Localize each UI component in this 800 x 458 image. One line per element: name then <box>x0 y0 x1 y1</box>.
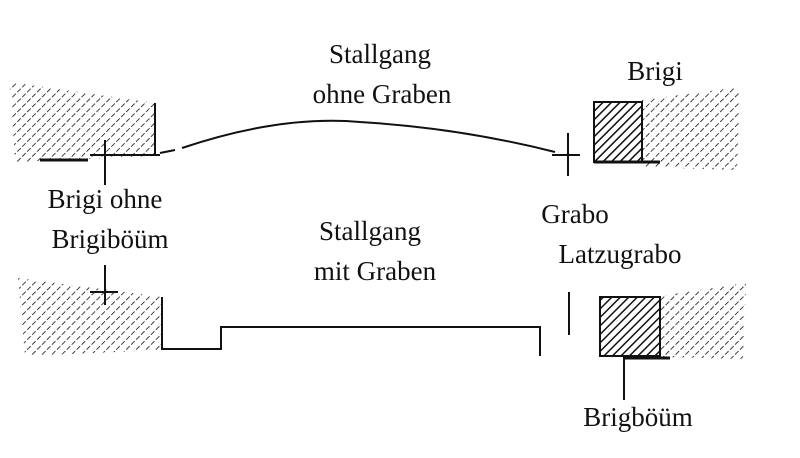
label-brigiboeuem: Brigiböüm <box>51 224 168 254</box>
trench-marker-top <box>552 133 580 176</box>
label-stallgang-top: Stallgang <box>329 39 431 69</box>
aisle-curve-ohne-graben <box>159 119 556 154</box>
label-brigboeuem: Brigböüm <box>583 402 693 432</box>
aisle-line-mit-graben <box>162 326 541 356</box>
label-mit-graben: mit Graben <box>314 256 437 286</box>
wall-bottom-left <box>18 265 163 356</box>
label-stallgang-bottom: Stallgang <box>319 216 421 246</box>
wall-top-left <box>10 82 160 185</box>
label-ohne-graben: ohne Graben <box>313 79 452 109</box>
label-grabo: Grabo <box>541 199 608 229</box>
label-brigi: Brigi <box>627 56 683 86</box>
wall-top-right <box>593 87 740 170</box>
wall-bottom-right <box>599 283 746 400</box>
label-latzugrabo: Latzugrabo <box>559 239 682 269</box>
label-brigi-ohne: Brigi ohne <box>48 184 163 214</box>
